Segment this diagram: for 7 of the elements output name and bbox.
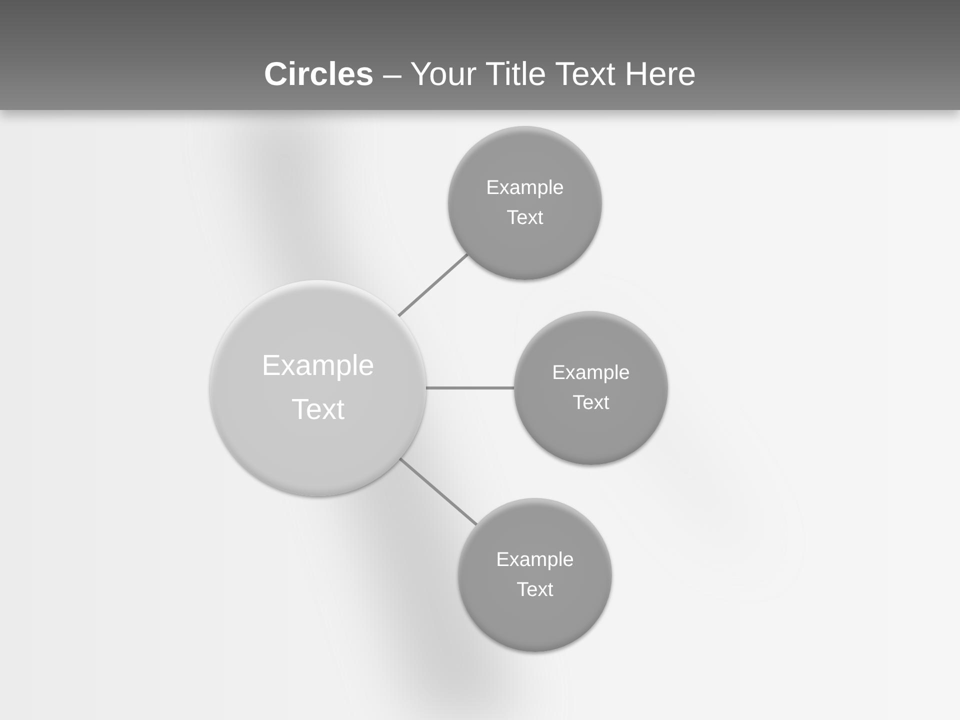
connector-line [398, 457, 478, 526]
node-text: Example Text [495, 548, 575, 603]
node-text: Example Text [485, 176, 565, 231]
node-text: Example Text [551, 361, 631, 416]
slide-title: Circles – Your Title Text Here [264, 54, 696, 94]
connector-line [398, 253, 469, 318]
connector-line [426, 386, 514, 390]
